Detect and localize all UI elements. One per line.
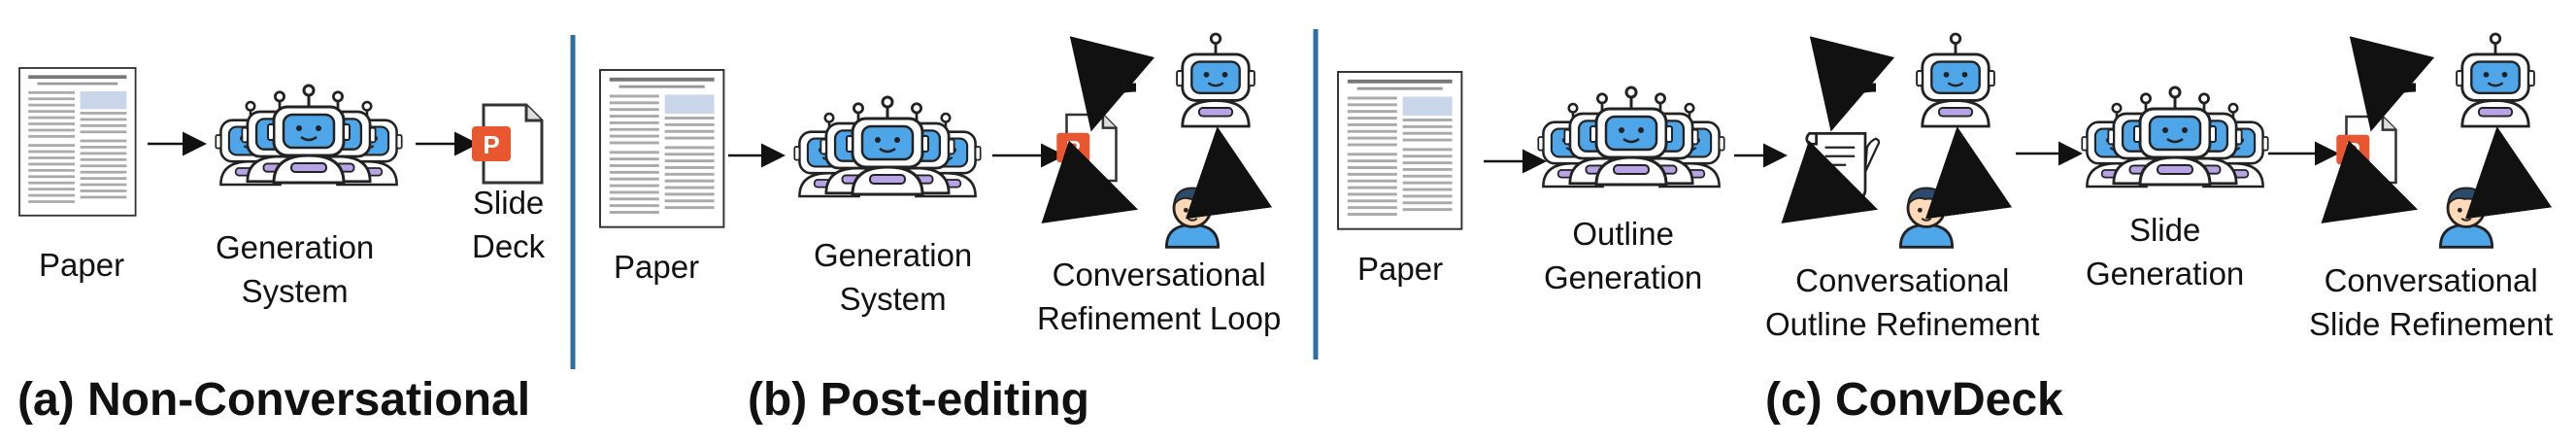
panel-c-outline-gen-line2: Generation: [1544, 259, 1703, 295]
panel-c-paper-label: Paper: [1357, 251, 1444, 287]
panel-a-system-label-line1: Generation: [216, 229, 375, 265]
robot-team-icon: [216, 86, 401, 185]
panel-b-system-label: Generation System: [814, 233, 972, 321]
panel-c-outline-ref-line1: Conversational: [1795, 262, 2010, 298]
panel-c-slide-ref-label: Conversational Slide Refinement: [2309, 258, 2553, 346]
paper-icon: [18, 67, 137, 217]
robot-icon: [1915, 32, 1996, 128]
panel-a-slide-label-line1: Slide: [472, 185, 545, 221]
robot-team-icon: [2082, 87, 2267, 187]
panel-b-loop-label-line2: Refinement Loop: [1037, 300, 1282, 336]
paper-icon: [1337, 71, 1463, 230]
panel-a-system-label: Generation System: [216, 225, 374, 313]
panel-b-paper-label: Paper: [614, 249, 700, 285]
robot-icon: [1175, 32, 1256, 128]
panel-c-outline-gen-line1: Outline: [1572, 216, 1674, 252]
robot-icon: [2455, 32, 2536, 128]
panel-a-slide-label-line2: Deck: [472, 228, 546, 264]
panel-b-loop-label-line1: Conversational: [1052, 257, 1266, 292]
panel-c-outline-ref-line2: Outline Refinement: [1765, 306, 2040, 342]
panel-c-slide-gen-label: Slide Generation: [2086, 208, 2244, 295]
slide-deck-icon: [470, 103, 544, 185]
robot-team-icon: [794, 97, 980, 196]
panel-b-loop-label: Conversational Refinement Loop: [1037, 253, 1281, 340]
panel-b-system-label-line2: System: [839, 281, 947, 317]
panel-c-outline-ref-label: Conversational Outline Refinement: [1765, 258, 2039, 346]
panel-a-caption: (a) Non-Conversational: [17, 374, 531, 426]
robot-team-icon: [1538, 87, 1723, 187]
panel-c-slide-gen-line1: Slide: [2128, 212, 2201, 248]
panel-c-outline-gen-label: Outline Generation: [1544, 212, 1702, 299]
panel-c: [1337, 32, 2536, 249]
panel-a-paper-label: Paper: [39, 247, 125, 283]
panel-b-system-label-line1: Generation: [814, 237, 973, 273]
panel-a-system-label-line2: System: [241, 273, 349, 309]
panel-c-slide-gen-line2: Generation: [2086, 256, 2245, 292]
panel-a-slide-deck-label: Slide Deck: [472, 181, 545, 268]
panel-b: [599, 32, 1256, 249]
panel-a: [18, 67, 544, 217]
panel-c-slide-ref-line1: Conversational: [2324, 262, 2538, 298]
paper-icon: [599, 69, 725, 228]
panel-c-slide-ref-line2: Slide Refinement: [2309, 306, 2554, 342]
panel-b-caption: (b) Post-editing: [748, 374, 1089, 426]
panel-c-caption: (c) ConvDeck: [1765, 374, 2063, 426]
